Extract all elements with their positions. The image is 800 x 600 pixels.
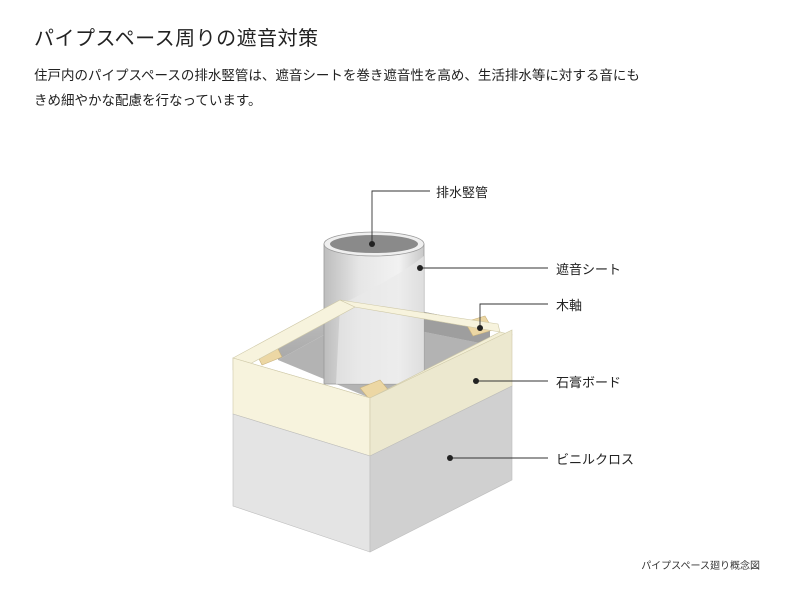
label-vinyl-cloth: ビニルクロス [556, 453, 635, 468]
dot-vinyl-cloth [447, 455, 453, 461]
dot-wood-frame [477, 325, 483, 331]
label-wood-frame: 木軸 [556, 299, 583, 314]
description: 住戸内のパイプスペースの排水竪管は、遮音シートを巻き遮音性を高め、生活排水等に対… [34, 64, 774, 114]
description-line-1: 住戸内のパイプスペースの排水竪管は、遮音シートを巻き遮音性を高め、生活排水等に対… [34, 68, 640, 84]
leader-drain-pipe [371, 190, 430, 244]
cloth-right-face [369, 385, 513, 553]
label-gypsum-board: 石膏ボード [556, 376, 622, 391]
leader-dots [369, 241, 483, 461]
description-line-2: きめ細やかな配慮を行なっています。 [34, 93, 262, 109]
sound-sheet-edge [336, 256, 424, 384]
label-drain-pipe: 排水竪管 [436, 186, 489, 201]
leader-wood-frame [479, 303, 548, 328]
dot-gypsum-board [473, 378, 479, 384]
dot-drain-pipe [369, 241, 375, 247]
vinyl-cloth [232, 385, 513, 553]
dot-sound-sheet [417, 265, 423, 271]
page-title: パイプスペース周りの遮音対策 [34, 26, 319, 50]
leader-lines [371, 190, 548, 459]
diagram-caption: パイプスペース廻り概念図 [641, 561, 760, 572]
label-sound-sheet: 遮音シート [556, 263, 622, 278]
